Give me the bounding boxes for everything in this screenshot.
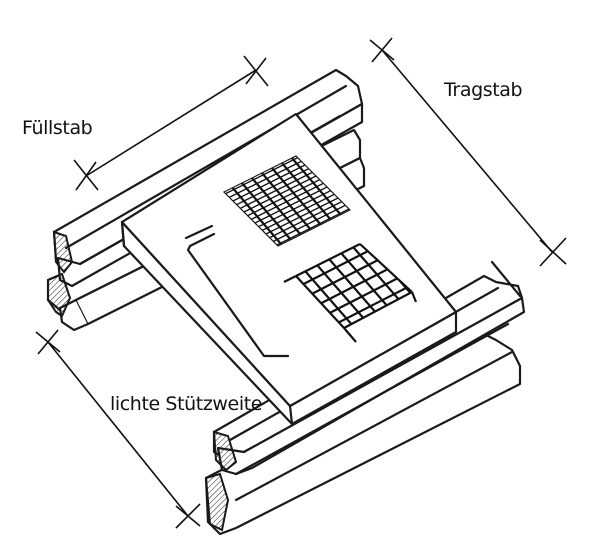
dimension-tragstab	[369, 37, 567, 267]
dimension-fuellstab	[73, 55, 269, 191]
grating-panel	[120, 112, 458, 426]
dimension-lichte-stuetzweite	[35, 329, 201, 529]
dense-mesh-outline	[222, 155, 352, 247]
label-fuellstab: Füllstab	[22, 117, 93, 139]
label-lichte-stuetzweite: lichte Stützweite	[110, 393, 262, 415]
label-tragstab: Tragstab	[443, 79, 523, 101]
